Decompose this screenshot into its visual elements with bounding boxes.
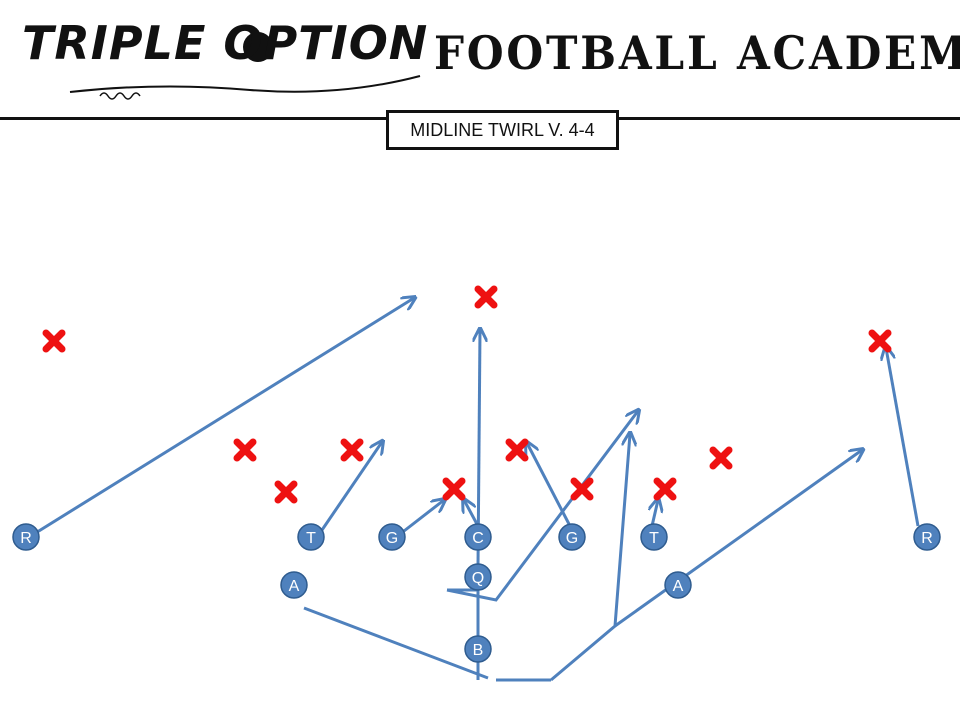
player-left-r: R: [12, 523, 40, 551]
route-right-r: [886, 348, 920, 527]
header: TRIPLE OPTION FOOTBALL ACADEMY: [0, 0, 960, 120]
defender-mark: [442, 477, 466, 501]
player-c: C: [464, 523, 492, 551]
player-left-a: A: [280, 571, 308, 599]
player-q: Q: [464, 563, 492, 591]
svg-text:B: B: [473, 642, 484, 659]
player-left-t: T: [297, 523, 325, 551]
player-b: B: [464, 635, 492, 663]
defender-mark: [474, 285, 498, 309]
route-left-t: [320, 442, 382, 531]
svg-text:A: A: [289, 578, 300, 595]
svg-text:A: A: [673, 578, 684, 595]
svg-text:C: C: [472, 530, 484, 547]
player-left-g: G: [378, 523, 406, 551]
player-right-t: T: [640, 523, 668, 551]
route-left-g: [403, 500, 444, 533]
route-c: [464, 500, 480, 527]
defender-mark: [653, 477, 677, 501]
defender-mark: [233, 438, 257, 462]
logo-football-academy: FOOTBALL ACADEMY: [434, 26, 960, 80]
svg-text:T: T: [649, 530, 659, 547]
defender-mark: [505, 438, 529, 462]
player-right-r: R: [913, 523, 941, 551]
route-right-g: [527, 443, 572, 527]
route-left-r: [33, 298, 414, 536]
svg-text:G: G: [566, 530, 578, 547]
logo-swoosh-icon: [69, 32, 421, 100]
defender-mark: [868, 329, 892, 353]
svg-text:G: G: [386, 530, 398, 547]
route-b: [447, 588, 480, 680]
svg-text:T: T: [306, 530, 316, 547]
route-left-a: [303, 606, 489, 680]
logo-triple-option: TRIPLE OPTION: [22, 16, 429, 70]
play-title: MIDLINE TWIRL V. 4-4: [386, 110, 619, 150]
svg-text:Q: Q: [472, 570, 484, 587]
route-right-a-arc: [550, 434, 630, 682]
svg-text:R: R: [921, 530, 933, 547]
route-right-t: [652, 500, 658, 527]
route-right-a: [614, 450, 862, 628]
defender-mark: [340, 438, 364, 462]
defender-mark: [570, 477, 594, 501]
defender-mark: [709, 446, 733, 470]
player-right-g: G: [558, 523, 586, 551]
defender-mark: [274, 480, 298, 504]
player-right-a: A: [664, 571, 692, 599]
svg-text:R: R: [20, 530, 32, 547]
route-qb-pitch: [446, 411, 638, 602]
defender-mark: [42, 329, 66, 353]
